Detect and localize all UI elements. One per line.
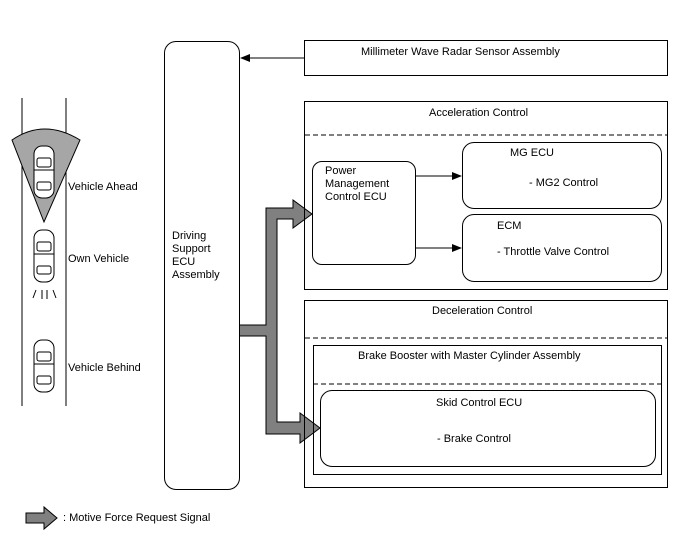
car-behind-icon [33,339,55,393]
legend-label: : Motive Force Request Signal [63,512,211,524]
deceleration-control-box [304,300,668,488]
brake-booster-box [313,345,662,475]
mg-ecu-box [462,142,662,209]
legend-arrow-icon [25,505,58,531]
car-own-icon [33,229,55,283]
radar-sensor-label: Millimeter Wave Radar Sensor Assembly [361,46,560,58]
driving-support-ecu-label: Driving Support ECU Assembly [172,230,220,282]
skid-control-ecu-item: - Brake Control [437,433,511,445]
driving-support-ecu-box [164,41,240,490]
radar-signal-arrow [240,54,304,62]
deceleration-control-title: Deceleration Control [432,305,533,317]
power-management-ecu-label: Power Management Control ECU [325,165,389,204]
ecu-line-4: Assembly [172,269,220,281]
pm-line-3: Control ECU [325,191,387,203]
ecu-line-1: Driving [172,230,207,242]
rear-sensor-marks [32,289,57,299]
ecm-title: ECM [497,220,522,232]
radar-sensor-box [304,40,668,76]
acceleration-control-box [304,101,668,290]
pm-to-mg-arrow [416,172,462,180]
skid-control-ecu-title: Skid Control ECU [436,397,523,409]
pm-line-2: Management [325,178,390,190]
ecm-item: - Throttle Valve Control [497,246,610,258]
ecm-box [462,214,662,282]
acceleration-control-title: Acceleration Control [429,107,529,119]
skid-control-ecu-box [320,390,656,467]
pm-to-ecm-arrow [416,244,462,252]
mg-ecu-item: - MG2 Control [529,177,599,189]
pm-line-1: Power [325,165,357,177]
vehicle-ahead-label: Vehicle Ahead [68,181,138,193]
power-management-ecu-box [312,161,416,265]
ecu-line-2: Support [172,243,211,255]
vehicle-behind-label: Vehicle Behind [68,362,141,374]
ecu-line-3: ECU [172,256,196,268]
brake-booster-label: Brake Booster with Master Cylinder Assem… [358,350,581,362]
car-ahead-icon [33,145,55,199]
own-vehicle-label: Own Vehicle [68,253,130,265]
motive-force-arrow [238,199,321,444]
mg-ecu-title: MG ECU [510,147,554,159]
